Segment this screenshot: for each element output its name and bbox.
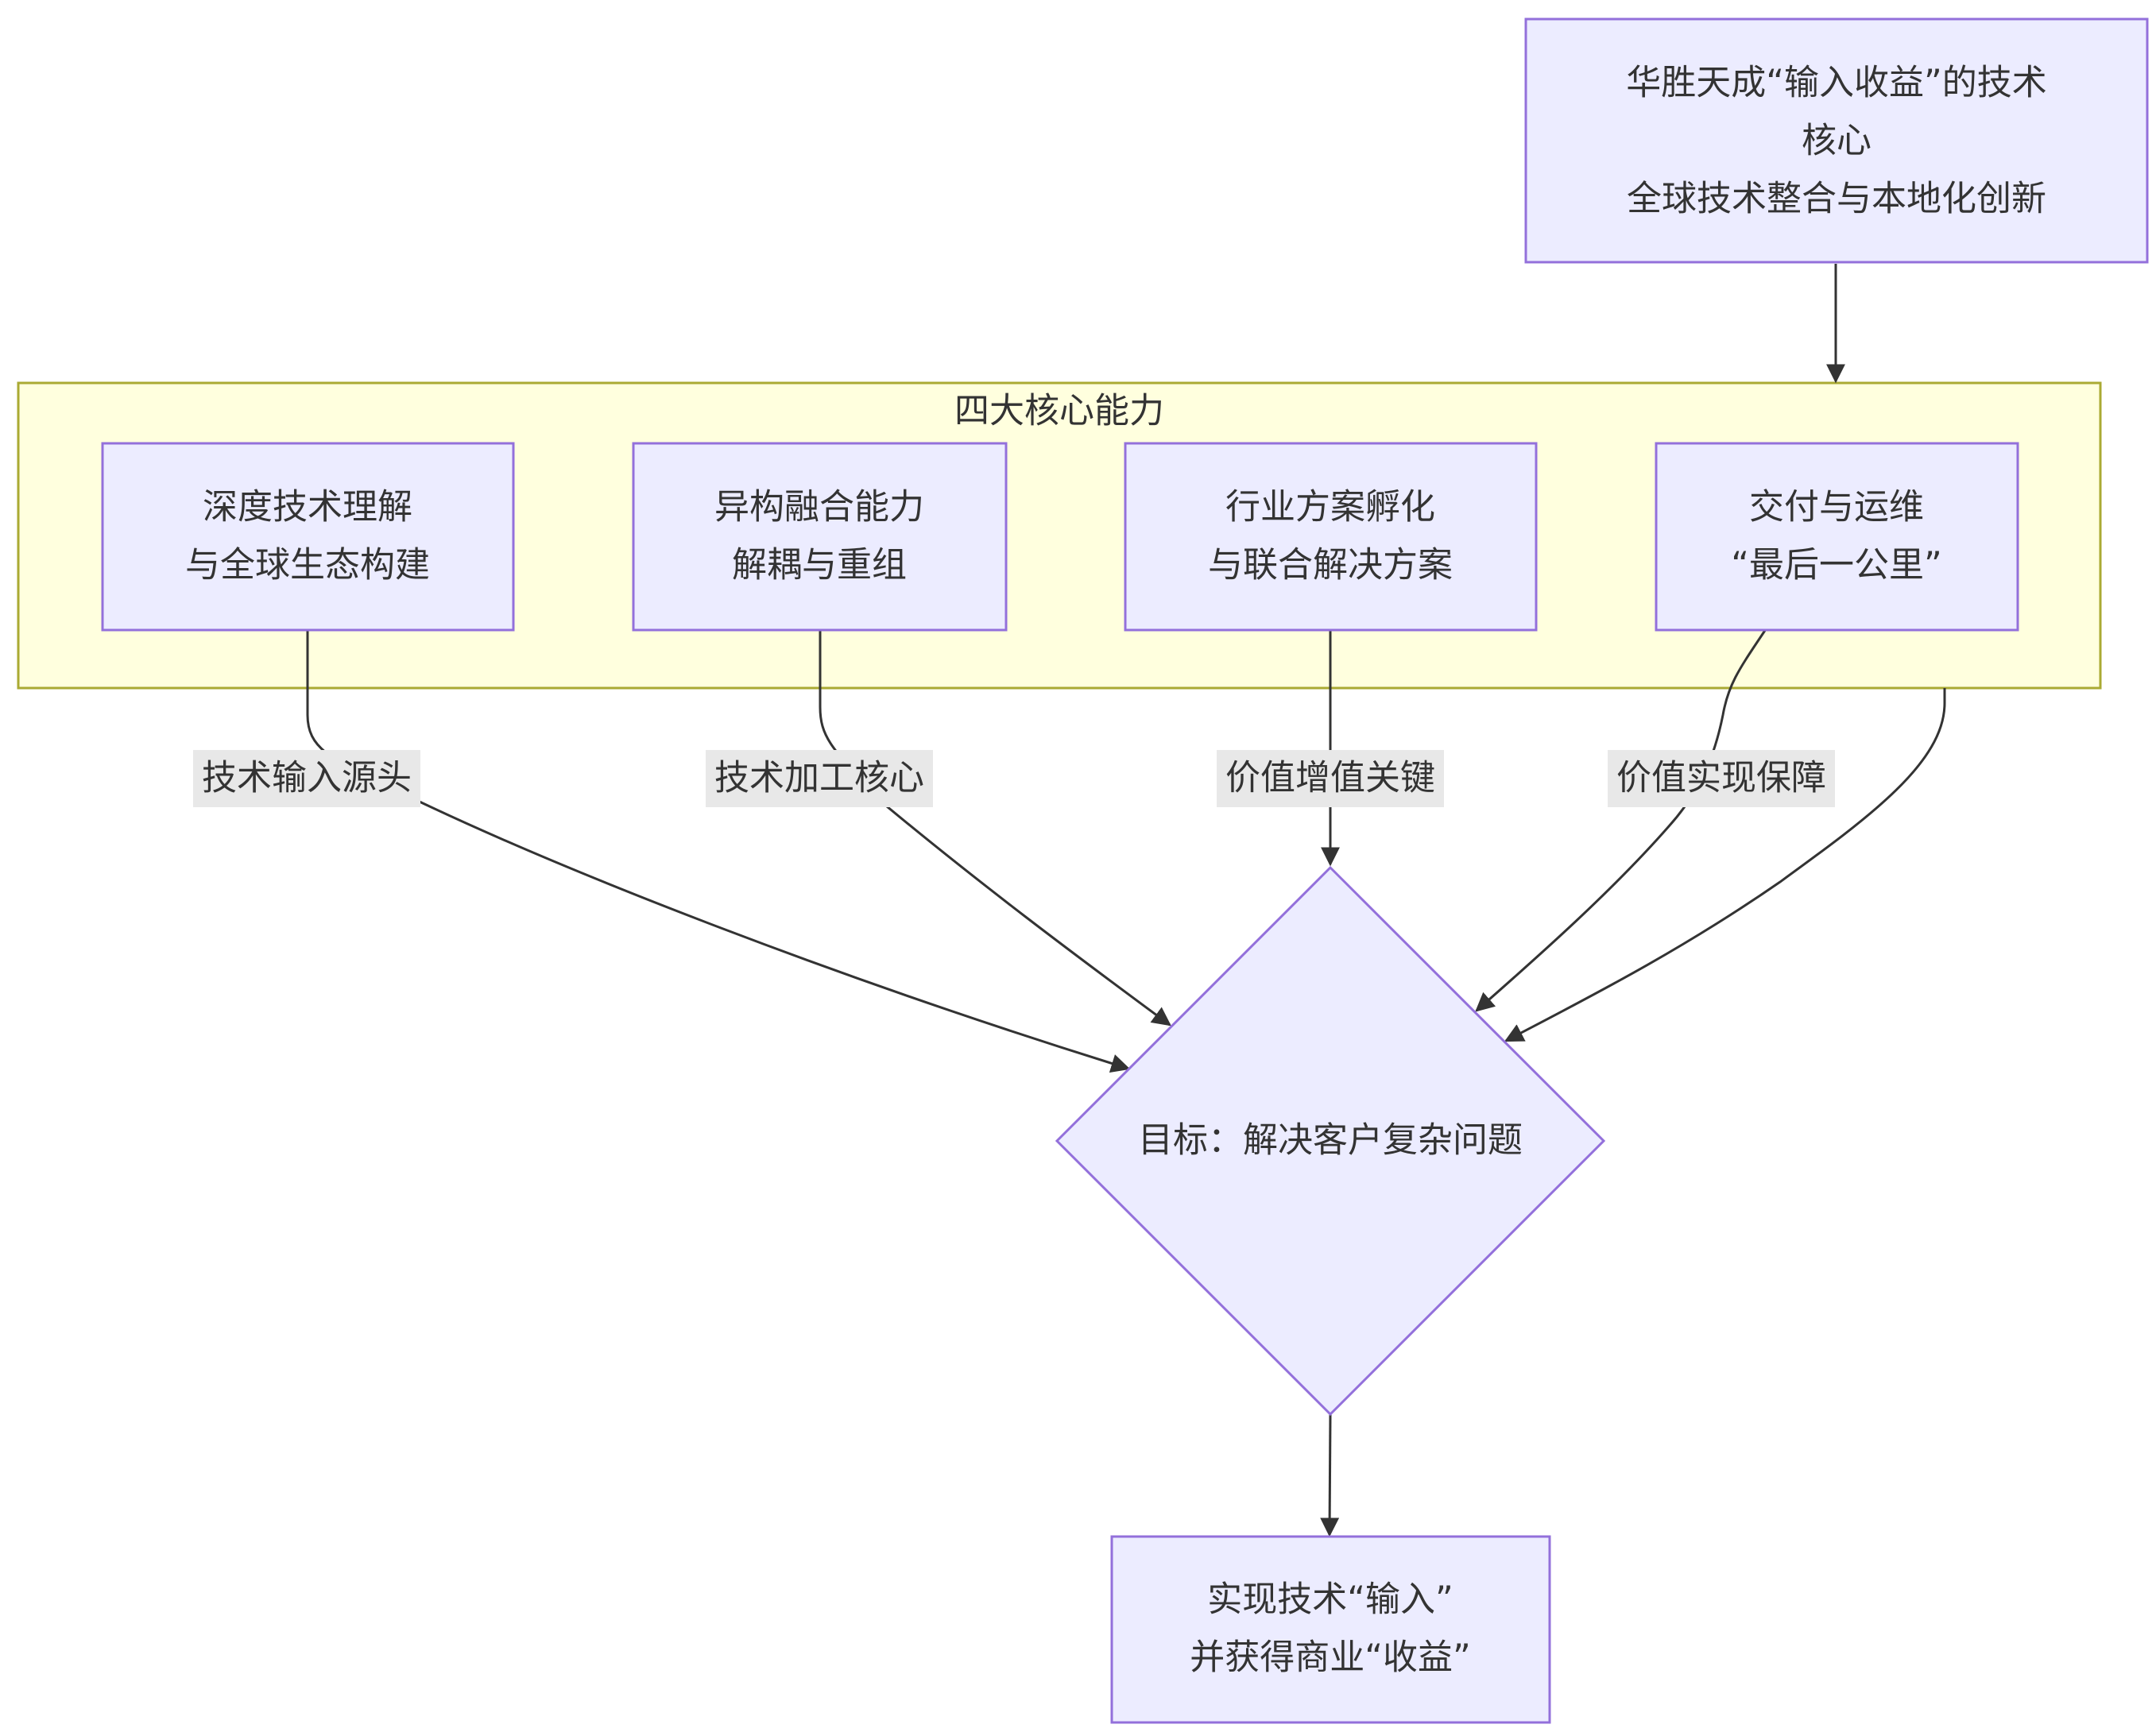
node-top-line: 核心	[1802, 121, 1872, 161]
node-top: 华胜天成“输入收益”的技术 核心 全球技术整合与本地化创新	[1524, 17, 2149, 264]
edge-cluster-to-decision	[1504, 688, 1946, 1042]
decision-diamond	[1055, 865, 1606, 1417]
node-top-box	[1524, 17, 2149, 264]
node-capability: 深度技术理解 与全球生态构建	[101, 442, 515, 632]
node-result-box	[1110, 1535, 1551, 1724]
node-capability: 行业方案孵化 与联合解决方案	[1124, 442, 1538, 632]
node-capability: 交付与运维 “最后一公里”	[1655, 442, 2019, 632]
edge-label-background	[1217, 750, 1444, 807]
node-capability-line: 行业方案孵化	[1225, 487, 1435, 528]
node-capability-line: 交付与运维	[1749, 487, 1924, 528]
edge-label-text: 价值增值关键	[1225, 758, 1435, 798]
node-capability-box	[1124, 442, 1538, 632]
edge-label-background	[1608, 750, 1835, 807]
edge-c1-to-decision	[306, 629, 1131, 1073]
node-top-line: 全球技术整合与本地化创新	[1627, 179, 2046, 219]
node-top-line: 华胜天成“输入收益”的技术	[1626, 63, 2047, 103]
edge-label-background	[193, 750, 420, 807]
edge-label: 技术输入源头	[193, 750, 420, 807]
node-capability-box	[101, 442, 515, 632]
node-decision: 目标：解决客户复杂问题	[1055, 865, 1606, 1417]
edge-label-text: 技术加工核心	[714, 758, 924, 798]
node-capability-box	[1655, 442, 2019, 632]
node-capability-line: 异构融合能力	[714, 487, 924, 528]
node-result-line: 并获得商业“收益”	[1190, 1637, 1471, 1678]
edge-label: 技术加工核心	[706, 750, 933, 807]
node-capability-line: 解耦与重组	[732, 545, 907, 586]
edge-label-text: 价值实现保障	[1616, 758, 1826, 798]
node-capability-line: “最后一公里”	[1731, 545, 1942, 586]
node-capability-line: 与全球生态构建	[185, 545, 430, 586]
cluster-title: 四大核心能力	[954, 391, 1164, 431]
edge-c2-to-decision	[819, 629, 1171, 1026]
node-result-line: 实现技术“输入”	[1207, 1579, 1453, 1620]
node-capability-line: 深度技术理解	[203, 487, 412, 528]
edge-label: 价值增值关键	[1217, 750, 1444, 807]
edge-label-text: 技术输入源头	[202, 758, 412, 798]
edge-label-background	[706, 750, 933, 807]
node-result: 实现技术“输入” 并获得商业“收益”	[1110, 1535, 1551, 1724]
node-capability-line: 与联合解决方案	[1208, 545, 1453, 586]
edge-label: 价值实现保障	[1608, 750, 1835, 807]
edge-labels: 技术输入源头 技术加工核心 价值增值关键 价值实现保障	[193, 750, 1835, 807]
node-capability: 异构融合能力 解耦与重组	[632, 442, 1008, 632]
decision-text: 目标：解决客户复杂问题	[1138, 1120, 1523, 1161]
node-capability-box	[632, 442, 1008, 632]
